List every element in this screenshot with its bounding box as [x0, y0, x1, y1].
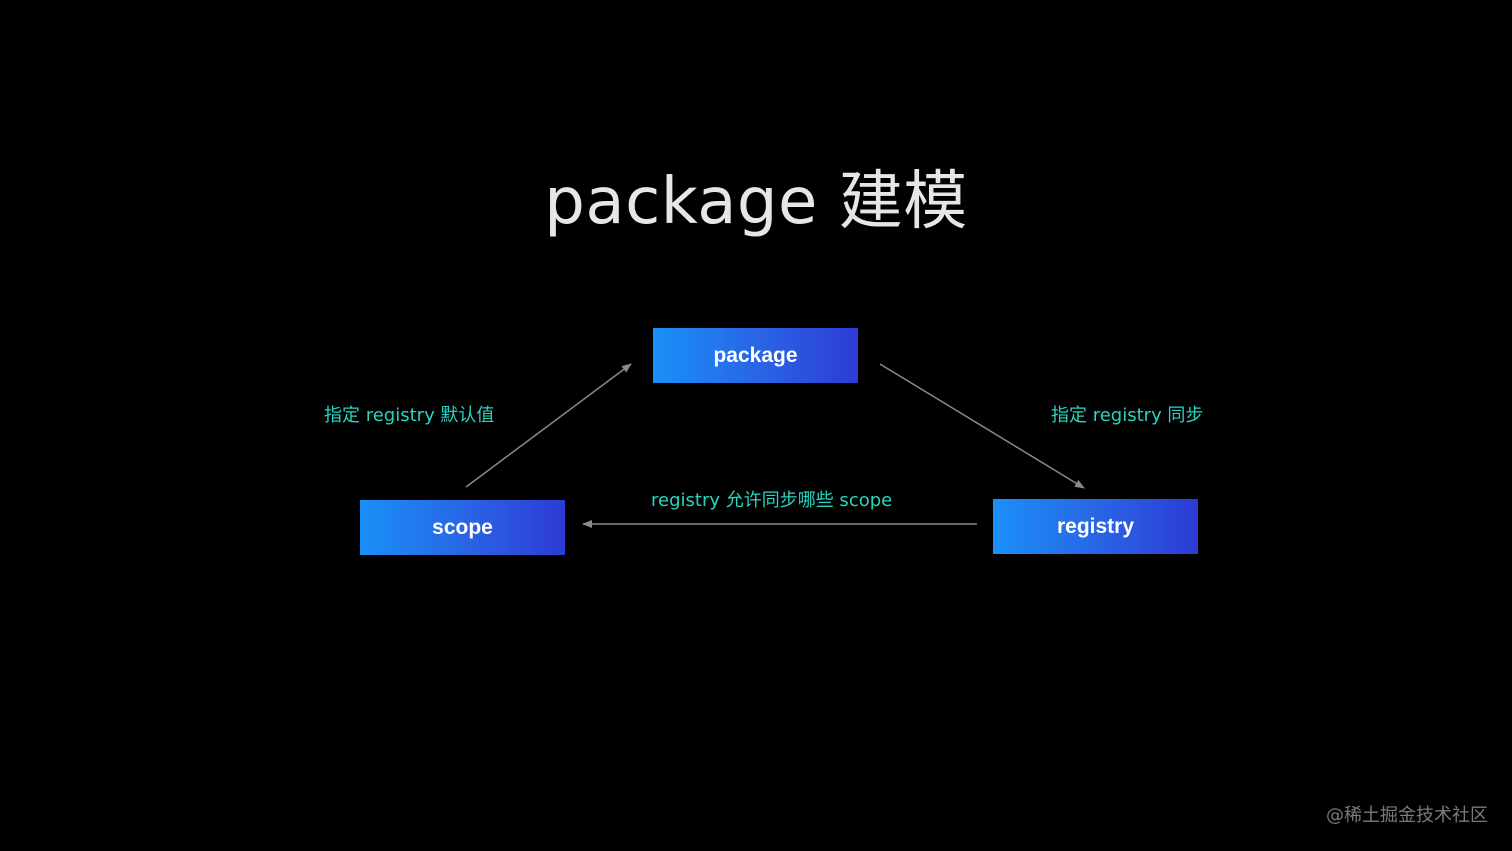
registry-to-scope-label: registry 允许同步哪些 scope — [651, 490, 893, 511]
package-node: package — [653, 328, 858, 383]
registry-node: registry — [993, 499, 1198, 554]
scope-to-package-label: 指定 registry 默认值 — [324, 405, 495, 426]
registry-node-label: registry — [1056, 514, 1135, 538]
package-to-registry-label: 指定 registry 同步 — [1051, 405, 1204, 426]
watermark: @稀土掘金技术社区 — [1326, 805, 1488, 826]
arrow-package-to-registry — [879, 363, 1085, 489]
arrow-scope-to-package — [465, 363, 632, 488]
scope-node-label: scope — [432, 515, 493, 539]
package-node-label: package — [713, 343, 798, 367]
slide-title: package 建模 — [544, 165, 968, 239]
scope-node: scope — [360, 500, 565, 555]
